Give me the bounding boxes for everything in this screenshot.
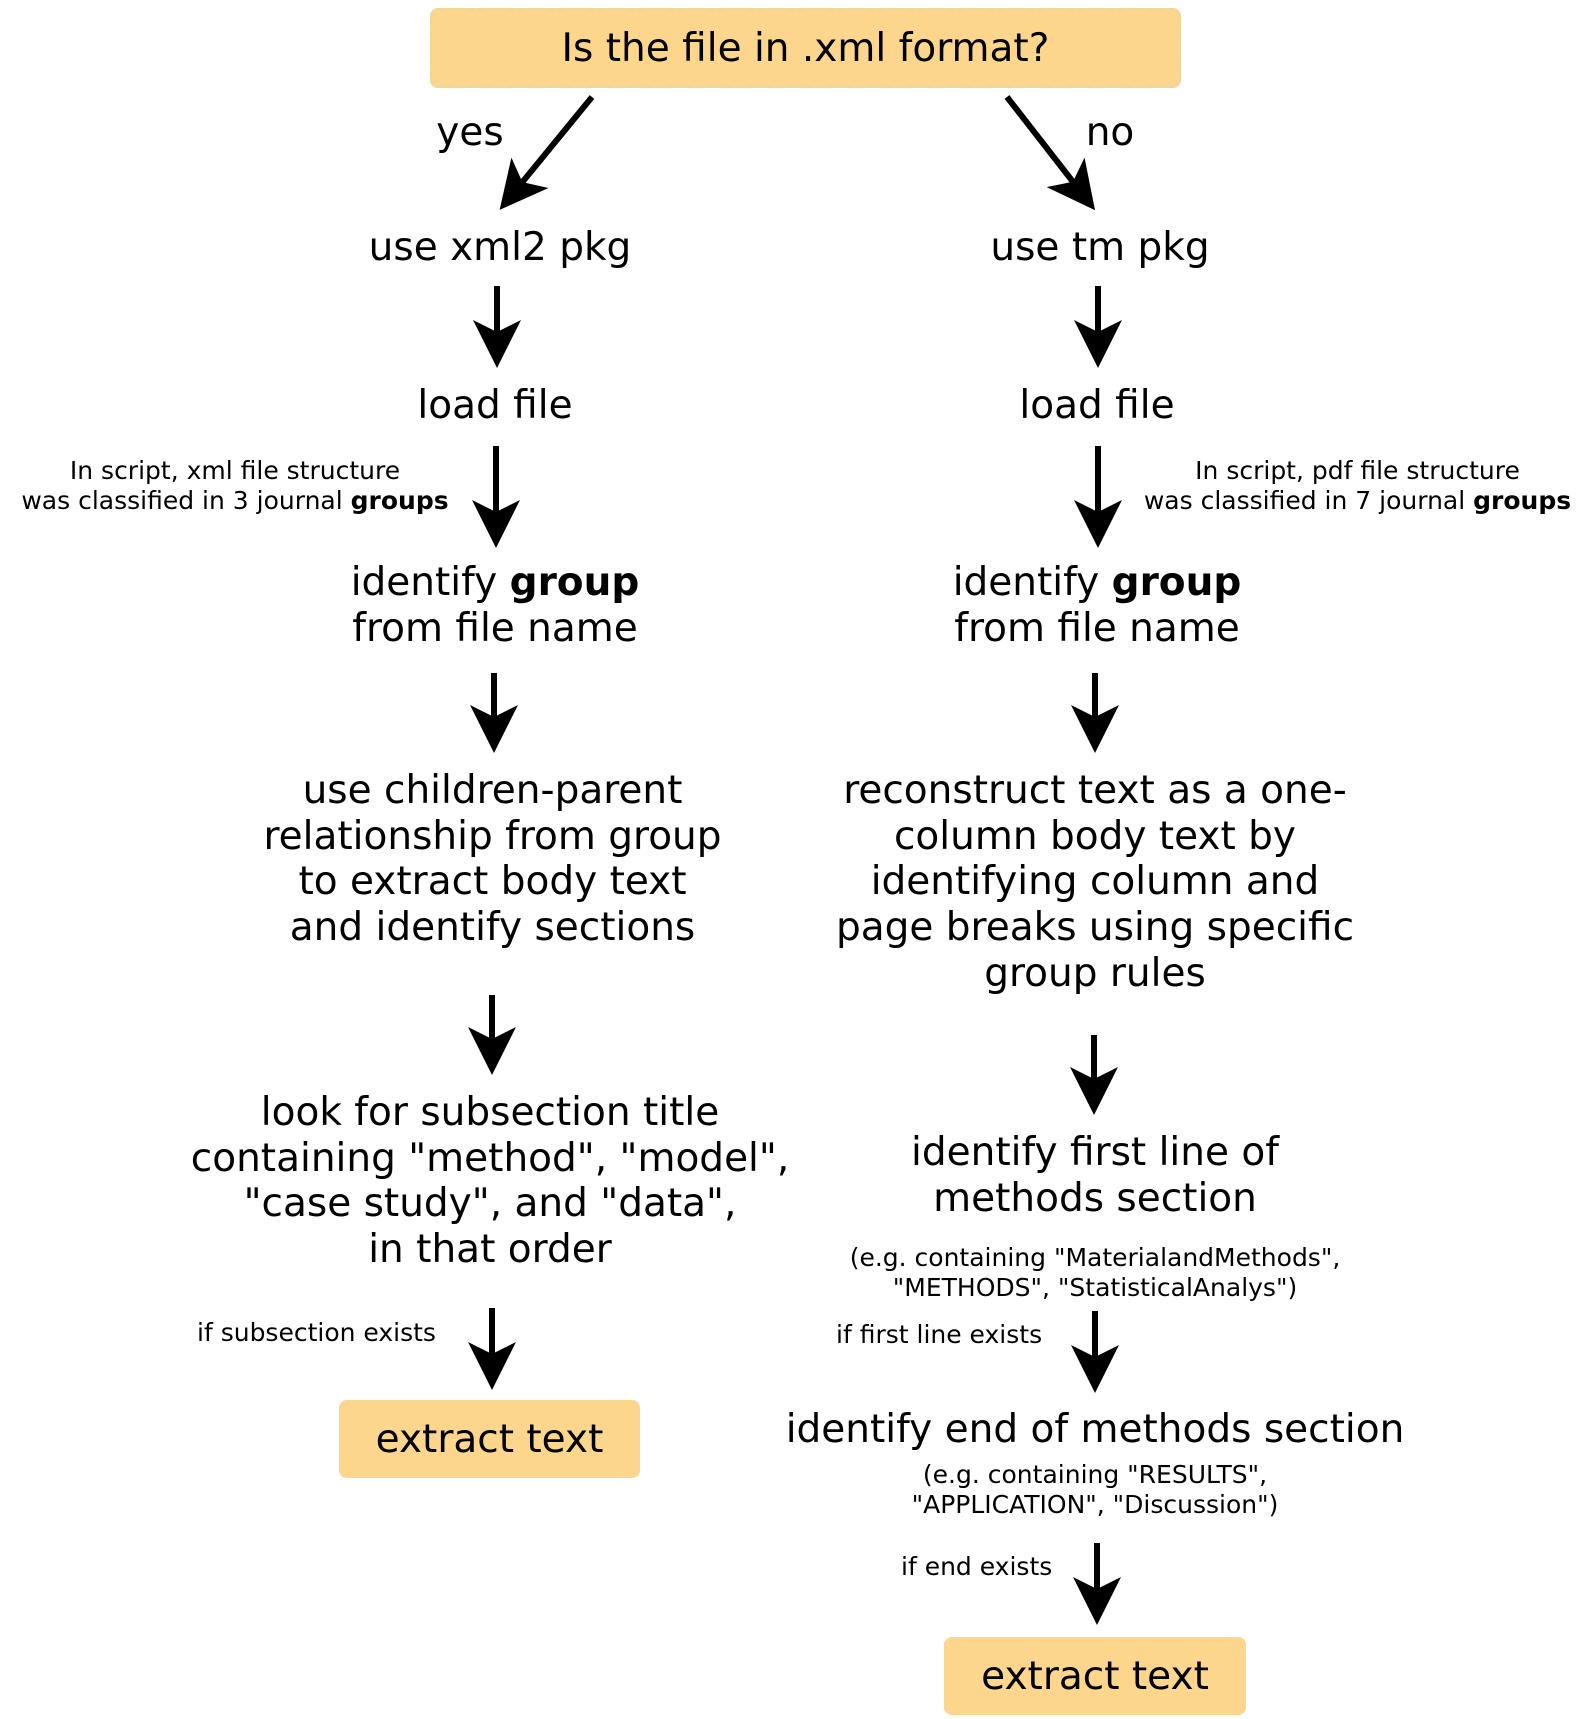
xml-note-line1: In script, xml file structure bbox=[69, 456, 401, 485]
pdf-end-examples: (e.g. containing "RESULTS", "APPLICATION… bbox=[850, 1460, 1340, 1520]
xml-condition-label: if subsection exists bbox=[197, 1318, 436, 1347]
no-label: no bbox=[1085, 110, 1135, 155]
pdf-first-line-example: (e.g. containing "MaterialandMethods", bbox=[849, 1243, 1341, 1272]
pdf-reconstruct-step: reconstruct text as a one- column body t… bbox=[810, 768, 1380, 996]
pdf-extract-box: extract text bbox=[944, 1637, 1246, 1715]
pdf-pkg-step: use tm pkg bbox=[990, 225, 1210, 270]
pdf-load-step: load file bbox=[1019, 383, 1175, 428]
arrow-no bbox=[1004, 95, 1096, 211]
pdf-first-line-line: methods section bbox=[933, 1175, 1257, 1221]
xml-identify-group-step: identify group from file name bbox=[300, 560, 690, 651]
xml-subsection-line: containing "method", "model", bbox=[190, 1135, 790, 1181]
pdf-condition-first-label: if first line exists bbox=[836, 1320, 1043, 1349]
xml-subsection-line: "case study", and "data", bbox=[243, 1181, 737, 1227]
xml-pkg-step: use xml2 pkg bbox=[368, 225, 632, 270]
pdf-note-line1: In script, pdf file structure bbox=[1195, 456, 1520, 485]
pdf-identify-bold: group bbox=[1111, 560, 1242, 605]
pdf-first-line-examples: (e.g. containing "MaterialandMethods", "… bbox=[820, 1243, 1370, 1303]
pdf-first-line-step: identify first line of methods section bbox=[850, 1130, 1340, 1221]
xml-subsection-line: look for subsection title bbox=[260, 1090, 720, 1135]
pdf-note-bold: groups bbox=[1473, 486, 1572, 515]
pdf-reconstruct-line: identifying column and bbox=[870, 859, 1320, 905]
xml-extract-box: extract text bbox=[339, 1400, 640, 1478]
pdf-end-example: "APPLICATION", "Discussion") bbox=[911, 1490, 1279, 1519]
pdf-end-section-step: identify end of methods section bbox=[785, 1407, 1405, 1452]
xml-subsection-line: in that order bbox=[368, 1226, 612, 1272]
xml-relationship-line: relationship from group bbox=[263, 813, 722, 859]
pdf-identify-text: identify bbox=[952, 560, 1100, 605]
pdf-reconstruct-line: group rules bbox=[984, 950, 1206, 996]
xml-subsection-step: look for subsection title containing "me… bbox=[170, 1090, 810, 1273]
pdf-first-line-line: identify first line of bbox=[911, 1130, 1279, 1175]
question-text: Is the file in .xml format? bbox=[561, 25, 1050, 71]
xml-relationship-line: and identify sections bbox=[289, 904, 696, 950]
xml-identify-bold: group bbox=[509, 560, 640, 605]
pdf-structure-note: In script, pdf file structure was classi… bbox=[1125, 456, 1590, 516]
xml-relationship-line: use children-parent bbox=[302, 768, 683, 813]
pdf-identify-line2: from file name bbox=[954, 605, 1240, 651]
pdf-condition-end-label: if end exists bbox=[901, 1552, 1053, 1581]
xml-relationship-line: to extract body text bbox=[298, 859, 687, 905]
pdf-first-line-example: "METHODS", "StatisticalAnalys") bbox=[892, 1273, 1298, 1302]
pdf-reconstruct-line: reconstruct text as a one- bbox=[843, 768, 1347, 813]
question-box: Is the file in .xml format? bbox=[430, 8, 1181, 88]
xml-note-line2: was classified in 3 journal bbox=[21, 486, 343, 515]
xml-identify-text: identify bbox=[350, 560, 498, 605]
arrow-yes bbox=[499, 95, 595, 210]
xml-identify-line2: from file name bbox=[352, 605, 638, 651]
pdf-end-example: (e.g. containing "RESULTS", bbox=[922, 1460, 1268, 1489]
xml-note-bold: groups bbox=[350, 486, 449, 515]
xml-load-step: load file bbox=[417, 383, 573, 428]
pdf-identify-group-step: identify group from file name bbox=[902, 560, 1292, 651]
pdf-reconstruct-line: page breaks using specific bbox=[835, 904, 1355, 950]
pdf-note-line2: was classified in 7 journal bbox=[1143, 486, 1466, 515]
yes-label: yes bbox=[436, 110, 504, 155]
pdf-extract-text: extract text bbox=[981, 1653, 1209, 1699]
xml-extract-text: extract text bbox=[375, 1416, 604, 1462]
pdf-reconstruct-line: column body text by bbox=[893, 813, 1297, 859]
xml-structure-note: In script, xml file structure was classi… bbox=[0, 456, 470, 516]
xml-relationship-step: use children-parent relationship from gr… bbox=[220, 768, 765, 951]
